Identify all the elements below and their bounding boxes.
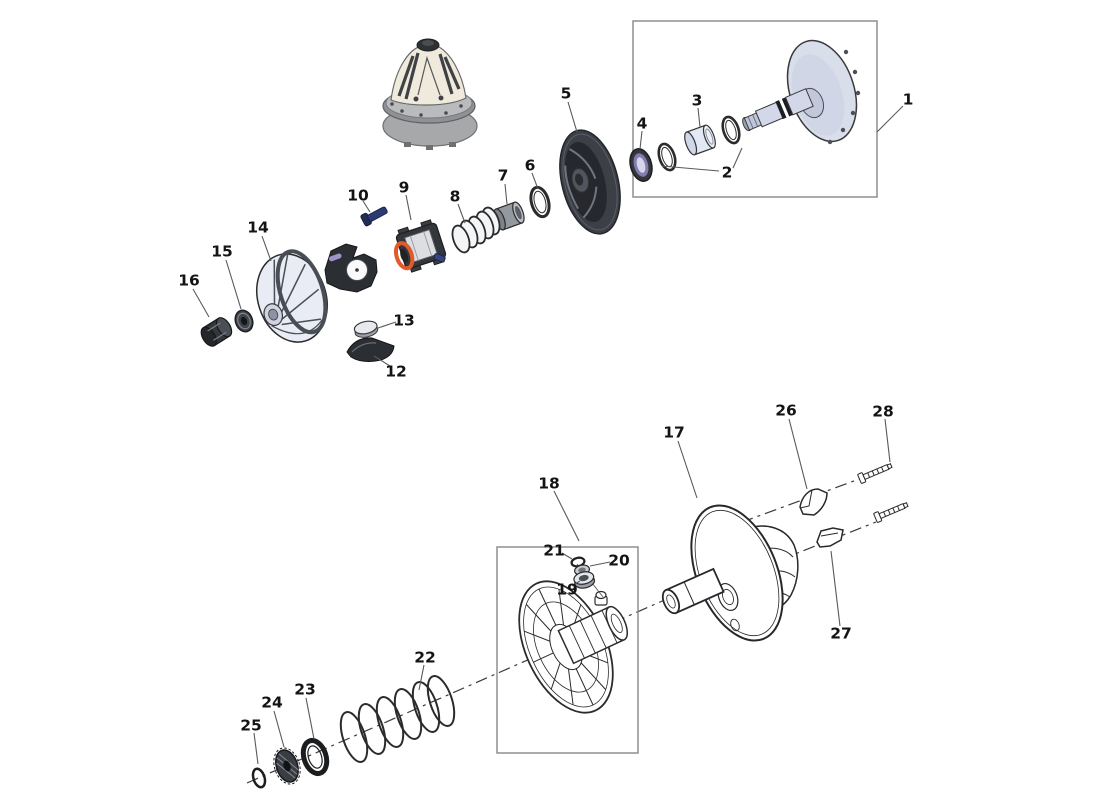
callout-8: 8 <box>449 187 461 206</box>
primary-clutch-assembly <box>382 38 478 150</box>
callout-15: 15 <box>211 242 233 261</box>
callout-28: 28 <box>872 402 894 421</box>
part-cam-screws <box>857 463 909 523</box>
part-o-ring-small <box>251 767 267 789</box>
callout-13: 13 <box>393 311 415 330</box>
part-spring-seat-ring <box>300 737 330 777</box>
part-spacer-bushing <box>684 124 716 156</box>
callout-27: 27 <box>830 624 852 643</box>
part-cam-wedge-lower <box>816 527 844 548</box>
callout-6: 6 <box>524 156 536 175</box>
callout-21: 21 <box>543 541 565 560</box>
callout-20: 20 <box>608 551 630 570</box>
leader-lines <box>192 101 904 765</box>
callout-17: 17 <box>663 423 685 442</box>
callout-25: 25 <box>240 716 262 735</box>
part-clutch-cover <box>256 249 328 343</box>
callout-7: 7 <box>497 166 509 185</box>
callout-24: 24 <box>261 693 283 712</box>
part-flange-nut <box>200 317 233 347</box>
part-small-spring <box>451 206 501 254</box>
callout-16: 16 <box>178 271 200 290</box>
callout-22: 22 <box>414 648 436 667</box>
part-fixed-drive-face <box>742 39 861 145</box>
part-cap-disc <box>353 320 379 338</box>
callout-4: 4 <box>636 114 648 133</box>
part-ramp-shoe <box>346 337 395 362</box>
callout-19: 19 <box>556 580 578 599</box>
part-movable-driven-face <box>518 580 629 714</box>
part-o-rings <box>657 115 741 172</box>
part-washer <box>234 309 254 333</box>
part-spider-assembly <box>393 219 447 273</box>
part-movable-drive-face <box>559 129 621 235</box>
part-driven-spring <box>339 675 456 763</box>
callout-5: 5 <box>560 84 572 103</box>
part-seal-ring <box>529 185 551 219</box>
part-cam-wedge-upper <box>799 488 828 516</box>
weight-ramp-plate <box>324 243 378 293</box>
callout-1: 1 <box>902 90 914 109</box>
callout-23: 23 <box>294 680 316 699</box>
box-driven-movable-group <box>496 546 639 754</box>
part-splined-washer <box>273 747 301 785</box>
box-primary-shaft-group <box>632 20 878 198</box>
part-roller <box>573 571 596 589</box>
callout-26: 26 <box>775 401 797 420</box>
part-fixed-driven-face <box>661 504 799 642</box>
part-bolt <box>360 206 388 227</box>
callout-3: 3 <box>691 91 703 110</box>
callout-14: 14 <box>247 218 269 237</box>
callout-18: 18 <box>538 474 560 493</box>
callout-9: 9 <box>398 178 410 197</box>
part-bearing <box>629 148 653 182</box>
callout-12: 12 <box>385 362 407 381</box>
callout-10: 10 <box>347 186 369 205</box>
callout-2: 2 <box>721 163 733 182</box>
part-roller-stack <box>570 556 604 598</box>
